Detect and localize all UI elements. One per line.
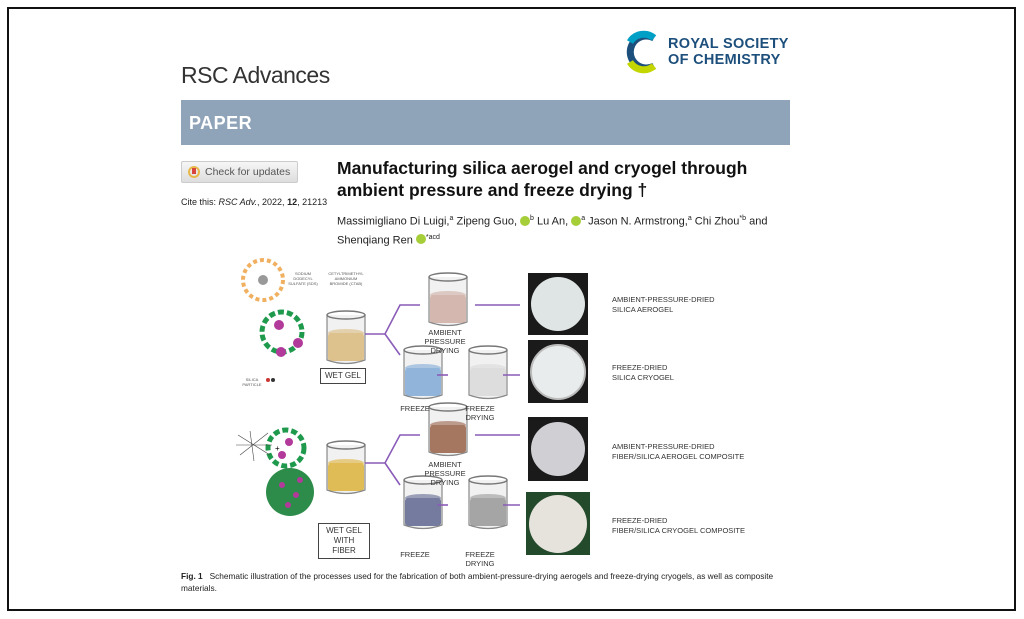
wet-gel-beaker <box>326 310 366 365</box>
author-name[interactable]: Lu An, <box>536 215 569 228</box>
cite-volume: 12 <box>287 197 298 207</box>
check-updates-label: Check for updates <box>205 166 291 178</box>
author-list: Massimigliano Di Luigi,a Zipeng Guo,b Lu… <box>337 211 797 248</box>
orcid-icon[interactable] <box>520 215 531 226</box>
result-1-line2: SILICA AEROGEL <box>612 304 674 314</box>
author-name[interactable]: Jason N. Armstrong, <box>588 215 688 228</box>
ambient-drying-label-1: AMBIENT PRESSURE DRYING <box>424 328 466 355</box>
result-2-line1: FREEZE-DRIED <box>612 363 668 372</box>
ambient-beaker-1 <box>428 272 468 327</box>
author-affiliation: *acd <box>425 233 440 241</box>
wet-gel-fiber-label: WET GEL WITH FIBER <box>318 523 370 559</box>
result-1-line1: AMBIENT-PRESSURE-DRIED <box>612 295 715 304</box>
cite-prefix: Cite this: <box>181 197 219 207</box>
author-name[interactable]: Chi Zhou <box>694 215 740 228</box>
freeze-label-2: FREEZE <box>400 550 430 559</box>
result-2-line2: SILICA CRYOGEL <box>612 372 674 382</box>
result-4-line2: FIBER/SILICA CRYOGEL COMPOSITE <box>612 525 745 535</box>
author-affiliation: a <box>581 215 586 222</box>
cite-year: , 2022, <box>257 197 288 207</box>
figure-caption: Fig. 1 Schematic illustration of the pro… <box>181 570 791 594</box>
wet-gel-label: WET GEL <box>320 368 366 384</box>
publisher-line1: ROYAL SOCIETY <box>668 36 789 52</box>
page-frame <box>7 7 1016 611</box>
author-affiliation: a <box>449 215 454 222</box>
photo-fiber-cryogel <box>526 492 590 555</box>
figure-graphics: + <box>236 258 520 530</box>
svg-text:+: + <box>275 444 280 453</box>
photo-silica-aerogel <box>528 273 588 335</box>
author-affiliation: *b <box>739 215 747 222</box>
freeze-beaker-1 <box>403 345 443 400</box>
result-3-line1: AMBIENT-PRESSURE-DRIED <box>612 442 715 451</box>
author-affiliation: a <box>687 215 692 222</box>
result-4-line1: FREEZE-DRIED <box>612 516 668 525</box>
author-affiliation: b <box>530 215 534 222</box>
author-name[interactable]: Massimigliano Di Luigi, <box>337 215 450 228</box>
publisher-line2: OF CHEMISTRY <box>668 52 781 68</box>
freeze-beaker-2 <box>403 475 443 530</box>
result-3-line2: FIBER/SILICA AEROGEL COMPOSITE <box>612 451 745 461</box>
ambient-drying-label-2: AMBIENT PRESSURE DRYING <box>424 460 466 487</box>
caption-text: Schematic illustration of the processes … <box>181 571 774 593</box>
freeze-dried-beaker-1 <box>468 345 508 400</box>
journal-title: RSC Advances <box>181 62 330 88</box>
author-name[interactable]: Zipeng Guo, <box>456 215 518 228</box>
check-for-updates-button[interactable]: Check for updates <box>181 161 298 183</box>
sds-label: SODIUM DODECYL SULFATE (SDS) <box>288 271 318 286</box>
ambient-beaker-2 <box>428 402 468 457</box>
ctab-label: CETYLTRIMETHYL AMMONIUM BROMIDE (CTAB) <box>328 271 364 286</box>
orcid-icon[interactable] <box>571 215 582 226</box>
article-title: Manufacturing silica aerogel and cryogel… <box>337 158 748 200</box>
cite-journal: RSC Adv. <box>218 197 258 207</box>
freeze-dried-beaker-2 <box>468 475 508 530</box>
freeze-drying-label-1: FREEZE DRYING <box>465 404 495 422</box>
photo-silica-cryogel <box>528 340 588 403</box>
orcid-icon[interactable] <box>415 234 426 245</box>
updates-icon <box>188 166 200 178</box>
caption-label: Fig. 1 <box>181 571 203 581</box>
silica-particle-label: SILICA PARTICLE <box>242 377 262 387</box>
freeze-drying-label-2: FREEZE DRYING <box>465 550 495 568</box>
citation: Cite this: RSC Adv., 2022, 12, 21213 <box>181 197 327 207</box>
author-name[interactable]: and Shenqiang Ren <box>337 215 768 247</box>
photo-fiber-aerogel <box>528 417 588 481</box>
wet-gel-fiber-beaker <box>326 440 366 495</box>
article-type-banner: PAPER <box>181 100 790 145</box>
cite-page: , 21213 <box>297 197 328 207</box>
freeze-label-1: FREEZE <box>400 404 430 413</box>
figure-1: + SODIUM DODECYL SULFATE (SDS) CETYLTRIM… <box>230 255 790 568</box>
rsc-logo-icon <box>626 30 657 74</box>
